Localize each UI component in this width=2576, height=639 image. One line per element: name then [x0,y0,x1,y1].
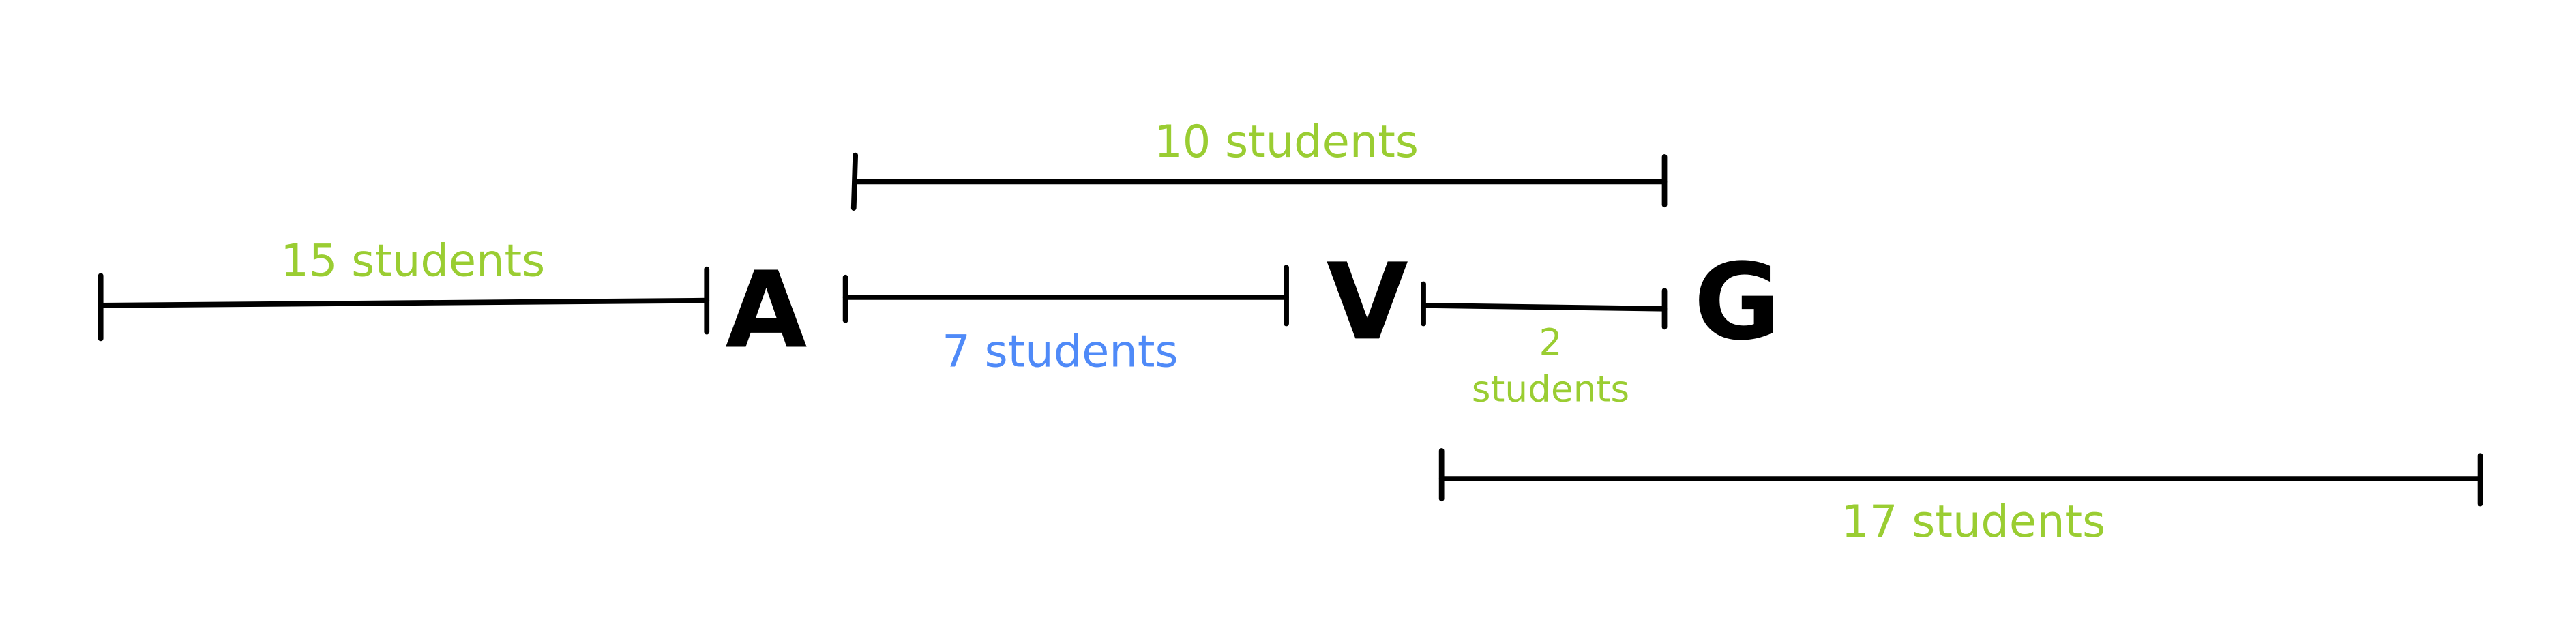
segment-7-students: 7 students [842,265,1289,378]
segment-label: 10 students [1154,116,1419,168]
segment-15-students: 15 students [98,235,710,342]
node-v: V [1327,240,1408,363]
node-g: G [1693,240,1780,363]
segment-line [1421,303,1668,312]
segment-10-students: 10 students [850,116,1668,211]
segment-line [98,297,710,308]
segment-2-students: 2 students [1421,281,1668,410]
node-a: A [725,248,807,372]
segment-17-students: 17 students [1438,448,2483,548]
segment-tick-left [850,152,859,211]
segment-label-line1: 2 [1539,322,1563,364]
segment-label: 17 students [1841,496,2105,548]
segment-label-line2: students [1472,368,1629,410]
segment-label: 15 students [280,235,545,286]
segment-label: 7 students [942,326,1178,378]
